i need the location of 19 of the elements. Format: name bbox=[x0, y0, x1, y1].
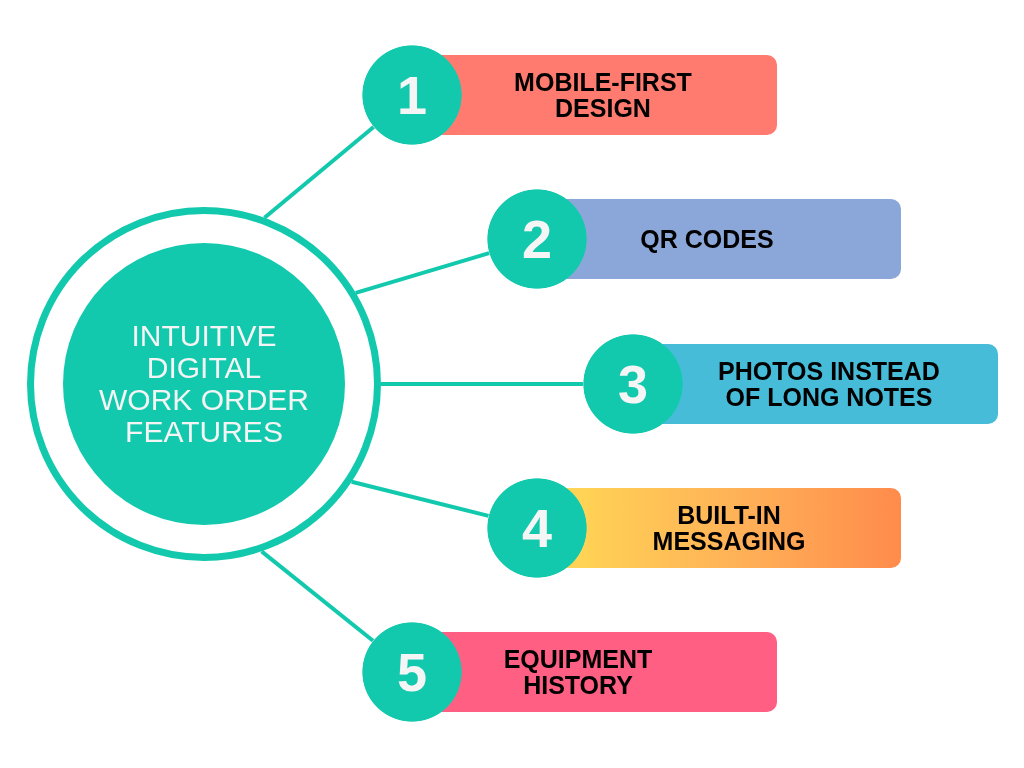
feature-label: EQUIPMENT HISTORY bbox=[502, 646, 654, 698]
step-number: 2 bbox=[521, 211, 552, 267]
feature-label: QR CODES bbox=[639, 226, 775, 252]
connector-line bbox=[351, 479, 489, 518]
feature-label: MOBILE-FIRST DESIGN bbox=[513, 69, 693, 121]
step-number: 4 bbox=[521, 500, 552, 556]
step-number: 1 bbox=[396, 67, 427, 123]
step-number: 3 bbox=[617, 356, 648, 412]
feature-banner bbox=[462, 55, 777, 135]
feature-banner bbox=[462, 632, 777, 712]
connector-line bbox=[355, 251, 490, 295]
feature-label: PHOTOS INSTEAD OF LONG NOTES bbox=[717, 358, 941, 410]
hub-title: INTUITIVE DIGITAL WORK ORDER FEATURES bbox=[98, 320, 310, 448]
step-number: 5 bbox=[396, 644, 427, 700]
feature-banner bbox=[587, 199, 901, 279]
connector-line bbox=[381, 382, 583, 386]
feature-label: BUILT-IN MESSAGING bbox=[651, 502, 807, 554]
feature-banner bbox=[683, 344, 998, 424]
feature-banner bbox=[587, 488, 901, 568]
